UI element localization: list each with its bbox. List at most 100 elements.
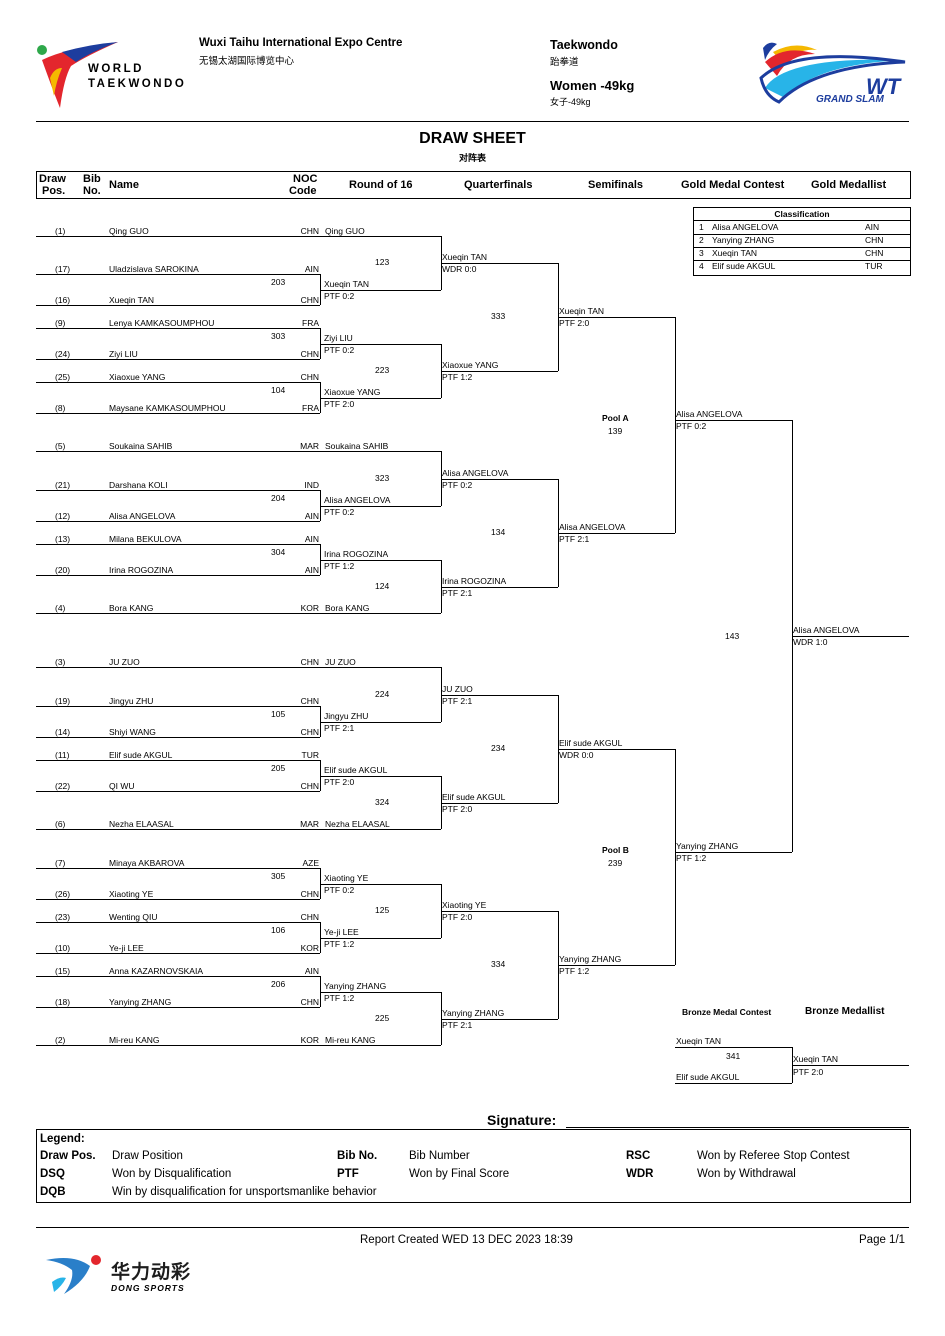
noc-code: MAR <box>300 441 319 451</box>
venue: Wuxi Taihu International Expo Centre <box>199 37 403 49</box>
legend-desc: Won by Referee Stop Contest <box>697 1150 850 1162</box>
page-number: Page 1/1 <box>859 1234 906 1246</box>
entrant-name: Alisa ANGELOVA <box>109 511 176 521</box>
bout-winner: Yanying ZHANG <box>442 1008 505 1018</box>
classification-noc: TUR <box>865 261 883 271</box>
draw-position: (19) <box>55 696 71 706</box>
bracket-line <box>441 776 442 829</box>
bout-result: PTF 1:2 <box>559 966 590 976</box>
bronze-medallist-title: Bronze Medallist <box>805 1006 885 1017</box>
bracket-line <box>320 560 441 561</box>
noc-code: CHN <box>300 889 319 899</box>
draw-position: (15) <box>55 966 71 976</box>
bout-winner: Xueqin TAN <box>442 252 488 262</box>
bracket-line <box>36 791 320 792</box>
bout-number: 123 <box>375 257 390 267</box>
bout-number: 125 <box>375 905 390 915</box>
entrant-name: Elif sude AKGUL <box>109 750 173 760</box>
draw-position: (3) <box>55 657 66 667</box>
bracket-line <box>441 992 442 1045</box>
bout-number: 333 <box>491 311 506 321</box>
draw-position: (13) <box>55 534 71 544</box>
bout-result: PTF 1:2 <box>324 561 355 571</box>
footer-divider <box>36 1227 909 1228</box>
bracket-line <box>36 706 320 707</box>
bout-number: 225 <box>375 1013 390 1023</box>
bye-advance-name: Qing GUO <box>325 226 365 236</box>
draw-position: (20) <box>55 565 71 575</box>
noc-code: FRA <box>302 318 319 328</box>
bracket-line <box>675 1047 792 1048</box>
entrant-name: Maysane KAMKASOUMPHOU <box>109 403 226 413</box>
bout-result: PTF 1:2 <box>324 939 355 949</box>
draw-position: (11) <box>55 750 70 760</box>
noc-code: CHN <box>300 657 319 667</box>
page-title: DRAW SHEET <box>419 130 526 147</box>
bye-advance-name: Nezha ELAASAL <box>325 819 390 829</box>
bout-result: PTF 0:2 <box>324 507 355 517</box>
bracket-line <box>36 922 320 923</box>
bracket-line <box>36 521 320 522</box>
bracket-line <box>675 317 676 533</box>
noc-code: AZE <box>302 858 319 868</box>
entrant-name: Mi-reu KANG <box>109 1035 160 1045</box>
classification-noc: AIN <box>865 222 880 232</box>
draw-position: (16) <box>55 295 71 305</box>
entrant-name: Anna KAZARNOVSKAIA <box>109 966 204 976</box>
noc-code: KOR <box>300 1035 319 1045</box>
bracket-line <box>675 420 792 421</box>
bout-number: 206 <box>271 979 286 989</box>
bracket-line <box>36 359 320 360</box>
bout-result: PTF 1:2 <box>676 853 707 863</box>
classification-name: Yanying ZHANG <box>712 235 775 245</box>
bracket-line <box>36 382 320 383</box>
bracket-line <box>36 544 320 545</box>
entrant-name: Xueqin TAN <box>109 295 155 305</box>
entrant-name: Wenting QIU <box>109 912 158 922</box>
bout-winner: Irina ROGOZINA <box>442 576 507 586</box>
bracket-line <box>441 479 558 480</box>
classification-name: Elif sude AKGUL <box>712 261 776 271</box>
entrant-name: Uladzislava SAROKINA <box>109 264 199 274</box>
bout-result: PTF 0:2 <box>676 421 707 431</box>
bracket-line <box>36 1045 323 1046</box>
bout-winner: JU ZUO <box>442 684 473 694</box>
legend-code: RSC <box>626 1150 651 1162</box>
noc-code: CHN <box>300 997 319 1007</box>
draw-position: (26) <box>55 889 71 899</box>
entrant-name: Milana BEKULOVA <box>109 534 182 544</box>
bout-number: 105 <box>271 709 286 719</box>
legend-desc: Won by Disqualification <box>112 1168 232 1180</box>
bout-winner: Xueqin TAN <box>324 279 370 289</box>
draw-position: (6) <box>55 819 66 829</box>
logo-grand-slam-text: GRAND SLAM <box>816 94 884 105</box>
bout-winner: Xiaoxue YANG <box>442 360 499 370</box>
signature-label: Signature: <box>487 1112 557 1128</box>
bout-number: 341 <box>726 1051 741 1061</box>
noc-code: TUR <box>301 750 319 760</box>
venue-cn: 无锡太湖国际博览中心 <box>199 56 295 67</box>
col-gold-medal-contest: Gold Medal Contest <box>681 179 785 191</box>
col-bib-1: Bib <box>83 173 101 185</box>
bout-result: WDR 1:0 <box>793 637 828 647</box>
col-gold-medallist: Gold Medallist <box>811 179 887 191</box>
bout-winner: Alisa ANGELOVA <box>793 625 860 635</box>
bout-winner: Jingyu ZHU <box>324 711 369 721</box>
classification-divider <box>694 247 910 248</box>
bracket-line <box>792 1065 909 1066</box>
event-name: Women -49kg <box>550 78 635 93</box>
draw-position: (18) <box>55 997 71 1007</box>
bout-number: 305 <box>271 871 286 881</box>
draw-position: (23) <box>55 912 71 922</box>
bracket-line <box>675 852 792 853</box>
bracket-line <box>36 667 323 668</box>
bracket-line <box>36 737 320 738</box>
bracket-line <box>320 776 441 777</box>
bracket-line <box>792 636 909 637</box>
bracket-line <box>320 344 441 345</box>
bout-winner: Xueqin TAN <box>559 306 605 316</box>
noc-code: CHN <box>300 295 319 305</box>
noc-code: AIN <box>304 264 319 274</box>
entrant-name: Bora KANG <box>109 603 154 613</box>
bye-advance-name: JU ZUO <box>325 657 356 667</box>
